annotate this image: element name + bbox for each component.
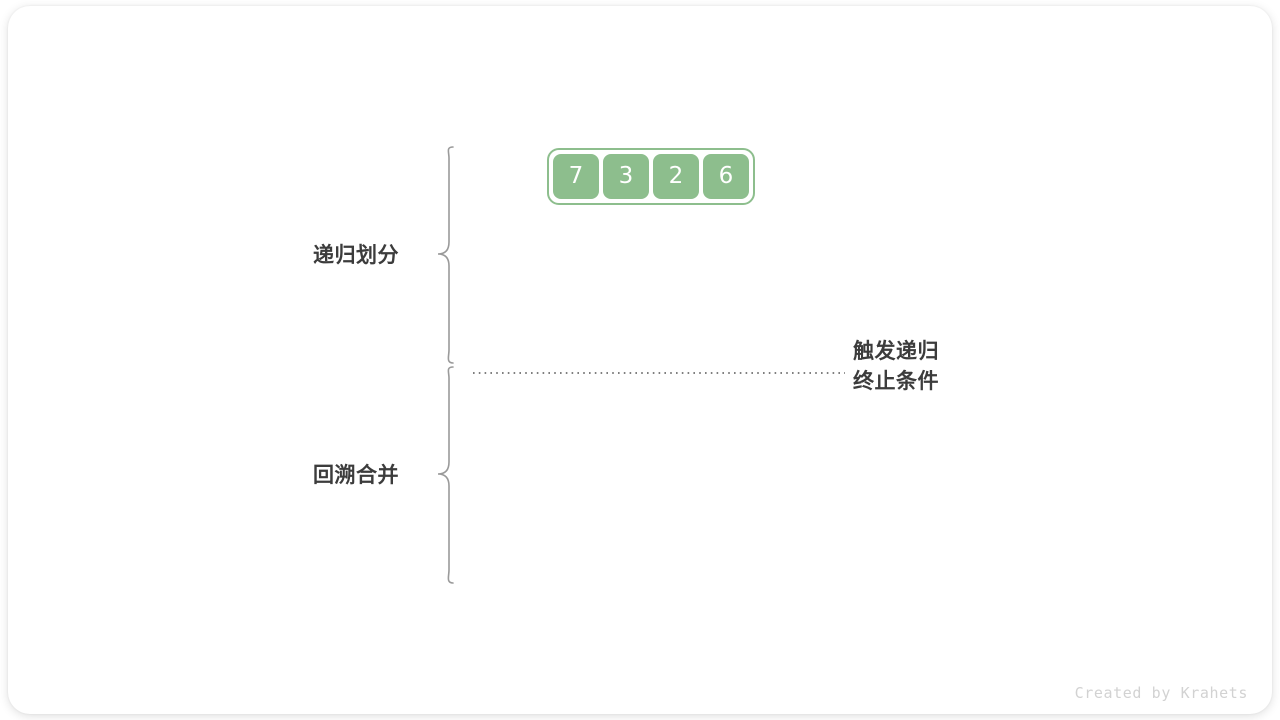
array-container: 7 3 2 6 (547, 148, 755, 205)
annotation-recursion-base-case: 触发递归 终止条件 (853, 337, 939, 397)
brace-divide-icon (437, 146, 454, 364)
brace-merge (432, 364, 458, 586)
diagram-card: 递归划分 回溯合并 触发递归 终止条件 7 (8, 6, 1272, 714)
phase-divider-line (473, 361, 845, 374)
brace-merge-icon (437, 366, 454, 584)
section-label-divide: 递归划分 (313, 244, 399, 267)
annotation-line-2: 终止条件 (853, 370, 939, 393)
dotted-line-icon (473, 372, 845, 374)
array-cell: 2 (653, 154, 699, 199)
array-cell: 6 (703, 154, 749, 199)
array-cell: 3 (603, 154, 649, 199)
array-cell: 7 (553, 154, 599, 199)
annotation-line-1: 触发递归 (853, 340, 939, 363)
diagram-stage: 递归划分 回溯合并 触发递归 终止条件 7 (8, 6, 1272, 714)
section-label-merge: 回溯合并 (313, 464, 399, 487)
watermark-credit: Created by Krahets (1074, 684, 1248, 702)
brace-divide (432, 144, 458, 366)
